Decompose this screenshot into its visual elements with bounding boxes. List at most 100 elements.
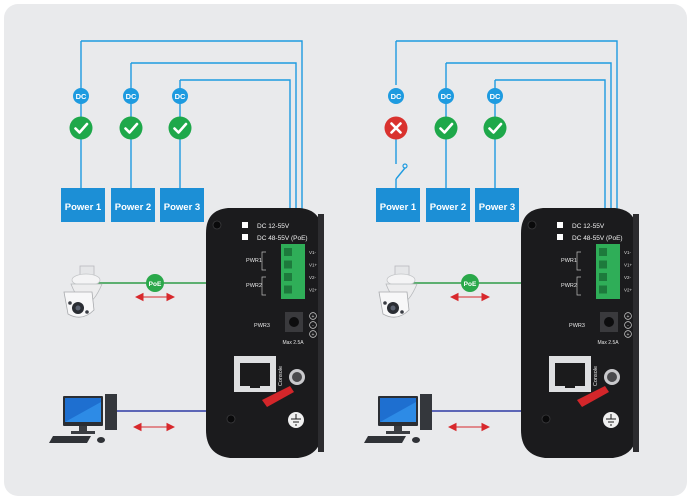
- legend-poe-range: DC 48-55V (PoE): [572, 235, 623, 242]
- legend-poe-range: DC 48-55V (PoE): [257, 235, 308, 242]
- power-source-label: Power 3: [164, 202, 200, 213]
- dc-badge: DC: [487, 88, 503, 104]
- open-switch-icon: [395, 167, 406, 180]
- switch-contact: [402, 163, 408, 169]
- console-label: Console: [278, 366, 284, 386]
- polarity-symbol: [624, 330, 632, 338]
- polarity-symbol: [309, 330, 317, 338]
- terminal-screw: [284, 273, 292, 281]
- diagram-all-power-ok: DC Power 1 DC Power 2 DC Power 3 DC 12-55V DC 4…: [49, 40, 324, 458]
- pwr3-label: PWR3: [254, 323, 270, 329]
- power-source-label: Power 1: [65, 202, 102, 213]
- terminal-label: V2-: [624, 275, 632, 280]
- status-ok-icon: [483, 116, 507, 140]
- terminal-screw: [599, 285, 607, 294]
- dc-badge-label: DC: [76, 92, 87, 101]
- dc-badge-label: DC: [490, 92, 501, 101]
- screw: [226, 414, 236, 424]
- power-source-label: Power 2: [430, 202, 466, 213]
- dc-badge-label: DC: [441, 92, 452, 101]
- terminal-screw: [599, 273, 607, 281]
- terminal-label: V1-: [624, 250, 632, 255]
- polarity-sign: -: [312, 323, 314, 329]
- poe-badge-label: PoE: [464, 281, 477, 288]
- industrial-switch-device: DC 12-55V DC 48-55V (PoE) V1- V1+ V2- V2+ PWR1…: [521, 208, 639, 458]
- console-cable-icon: [577, 386, 609, 407]
- power-source-box: Power 2: [426, 188, 470, 222]
- ground-icon: [288, 412, 304, 428]
- dc-badge: DC: [123, 88, 139, 104]
- status-ok-icon: [69, 116, 93, 140]
- dc-badge: DC: [438, 88, 454, 104]
- ptz-camera-icon: [378, 265, 418, 318]
- poe-badge: PoE: [461, 274, 479, 292]
- polarity-sign: +: [627, 332, 630, 338]
- pwr1-label: PWR1: [246, 258, 262, 264]
- pwr2-label: PWR2: [561, 283, 577, 289]
- computer-icon: [364, 394, 432, 443]
- status-ok-icon: [434, 116, 458, 140]
- power-source-box: Power 3: [475, 188, 519, 222]
- terminal-label: V1+: [309, 263, 318, 268]
- terminal-screw: [599, 260, 607, 269]
- polarity-sign: +: [312, 314, 315, 320]
- poe-badge: PoE: [146, 274, 164, 292]
- legend-square: [242, 234, 248, 240]
- legend-dc-range: DC 12-55V: [572, 223, 605, 230]
- power-source-label: Power 2: [115, 202, 151, 213]
- bracket: [261, 251, 266, 271]
- polarity-symbol: [624, 321, 632, 329]
- legend-square: [242, 222, 248, 228]
- dc-badge: DC: [388, 88, 404, 104]
- dc-badge-label: DC: [126, 92, 137, 101]
- screw: [541, 414, 551, 424]
- ptz-camera-icon: [63, 265, 103, 318]
- dc-badge-label: DC: [175, 92, 186, 101]
- polarity-sign: -: [627, 323, 629, 329]
- terminal-screw: [599, 248, 607, 256]
- dc-bus-line: [446, 62, 620, 271]
- terminal-screw: [284, 260, 292, 269]
- status-ok-icon: [168, 116, 192, 140]
- power-source-label: Power 3: [479, 202, 515, 213]
- polarity-symbol: [624, 312, 632, 320]
- legend-dc-range: DC 12-55V: [257, 223, 290, 230]
- diagram-power-1-failed: DC Power 1 DC Power 2 DC Power 3 DC 12-55V DC 4…: [364, 40, 639, 458]
- dc-badge-label: DC: [391, 92, 402, 101]
- terminal-label: V2+: [624, 288, 633, 293]
- bracket: [576, 251, 581, 271]
- dc-bus-line: [131, 62, 305, 271]
- legend-square: [557, 222, 563, 228]
- polarity-symbol: [309, 321, 317, 329]
- terminal-label: V2-: [309, 275, 317, 280]
- pwr1-label: PWR1: [561, 258, 577, 264]
- rating-label: Max 2.5A: [597, 340, 619, 346]
- power-source-box: Power 1: [61, 188, 105, 222]
- pwr2-label: PWR2: [246, 283, 262, 289]
- poe-badge-label: PoE: [149, 281, 162, 288]
- legend-square: [557, 234, 563, 240]
- computer-icon: [49, 394, 117, 443]
- pwr3-label: PWR3: [569, 323, 585, 329]
- dc-badge: DC: [73, 88, 89, 104]
- bracket: [576, 276, 581, 296]
- dc-bus-line: [396, 40, 626, 254]
- polarity-sign: +: [312, 332, 315, 338]
- screw: [212, 220, 222, 230]
- console-cable-icon: [262, 386, 294, 407]
- terminal-label: V1+: [624, 263, 633, 268]
- polarity-symbol: [309, 312, 317, 320]
- rating-label: Max 2.5A: [282, 340, 304, 346]
- power-source-box: Power 3: [160, 188, 204, 222]
- terminal-label: V1-: [309, 250, 317, 255]
- console-label: Console: [593, 366, 599, 386]
- power-source-label: Power 1: [380, 202, 417, 213]
- terminal-label: V2+: [309, 288, 318, 293]
- polarity-sign: +: [627, 314, 630, 320]
- dc-bus-line: [81, 40, 311, 254]
- terminal-screw: [284, 285, 292, 294]
- industrial-switch-device: DC 12-55V DC 48-55V (PoE) V1- V1+ V2- V2+ PWR1…: [206, 208, 324, 458]
- bracket: [261, 276, 266, 296]
